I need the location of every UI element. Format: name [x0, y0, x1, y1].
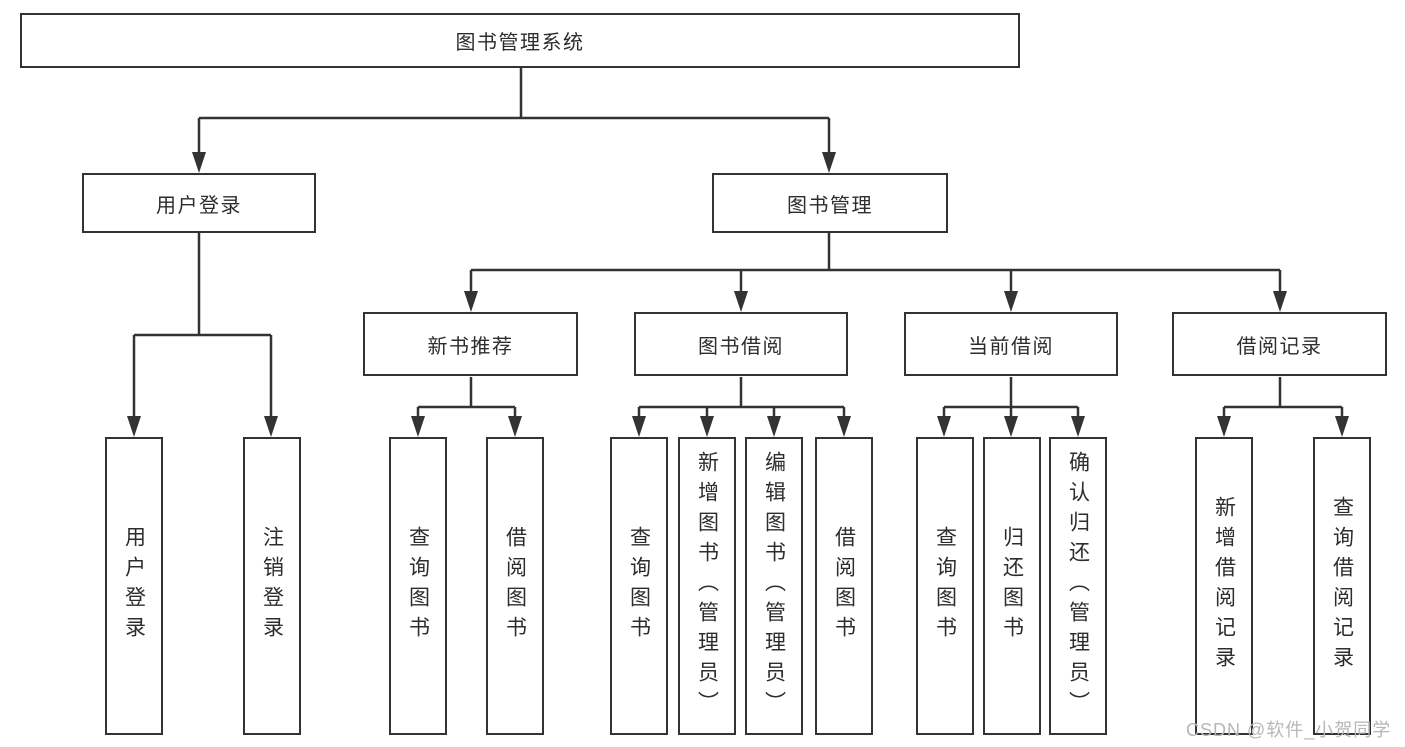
node-leaf-user-login: 用户登录 — [105, 437, 163, 735]
node-leaf-query-books-1: 查询图书 — [389, 437, 447, 735]
node-leaf-borrow-books-2: 借阅图书 — [815, 437, 873, 735]
node-new-book-recommend: 新书推荐 — [363, 312, 578, 376]
node-library-system: 图书管理系统 — [20, 13, 1020, 68]
node-leaf-return-books: 归还图书 — [983, 437, 1041, 735]
node-current-borrowing: 当前借阅 — [904, 312, 1118, 376]
arrowheads — [127, 152, 1349, 437]
node-leaf-query-books-2: 查询图书 — [610, 437, 668, 735]
node-leaf-query-borrow-record: 查询借阅记录 — [1313, 437, 1371, 735]
node-leaf-edit-book-admin: 编辑图书（管理员） — [745, 437, 803, 735]
node-leaf-add-book-admin: 新增图书（管理员） — [678, 437, 736, 735]
node-leaf-add-borrow-record: 新增借阅记录 — [1195, 437, 1253, 735]
node-leaf-confirm-return-admin: 确认归还（管理员） — [1049, 437, 1107, 735]
node-leaf-query-books-3: 查询图书 — [916, 437, 974, 735]
node-user-login: 用户登录 — [82, 173, 316, 233]
node-leaf-borrow-books-1: 借阅图书 — [486, 437, 544, 735]
node-book-management: 图书管理 — [712, 173, 948, 233]
node-borrowing-records: 借阅记录 — [1172, 312, 1387, 376]
watermark: CSDN @软件_小贺同学 — [1186, 720, 1392, 740]
node-leaf-logout: 注销登录 — [243, 437, 301, 735]
node-book-borrowing: 图书借阅 — [634, 312, 848, 376]
